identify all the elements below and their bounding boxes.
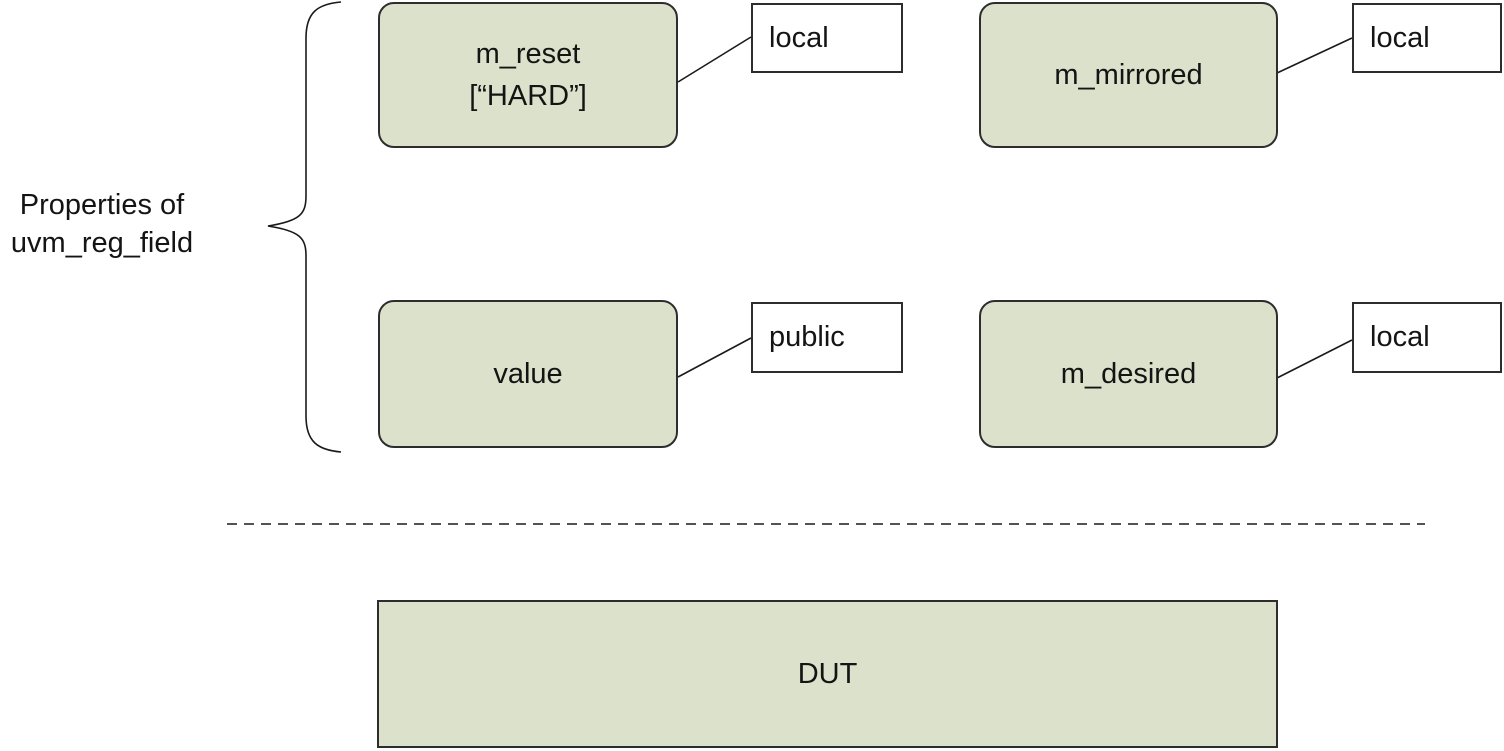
diagram-caption: Properties of uvm_reg_field [0, 186, 204, 262]
brace [267, 1, 342, 453]
access-label-m-mirrored: local [1352, 3, 1502, 73]
dut-label: DUT [797, 657, 858, 690]
access-text-m-desired: local [1370, 321, 1430, 353]
connector-value-public [677, 337, 752, 378]
connector-m-desired-local [1276, 339, 1353, 379]
access-text-m-mirrored: local [1370, 21, 1430, 54]
access-label-m-reset: local [751, 3, 903, 73]
dut-box: DUT [377, 600, 1278, 748]
field-box-value: value [378, 300, 678, 448]
access-text-m-reset: local [769, 21, 829, 54]
field-box-m-reset: m_reset [“HARD”] [378, 2, 678, 148]
field-box-m-desired: m_desired [979, 300, 1278, 448]
access-label-value: public [751, 302, 903, 373]
caption-line-2: uvm_reg_field [10, 227, 194, 259]
field-label-value: value [493, 358, 563, 390]
caption-line-1: Properties of [19, 189, 185, 221]
access-label-m-desired: local [1352, 302, 1502, 373]
field-label-m-reset-line1: m_reset [475, 38, 581, 70]
field-label-m-reset-line2: [“HARD”] [469, 80, 587, 112]
connector-m-mirrored-local [1276, 37, 1353, 74]
connector-m-reset-local [677, 36, 752, 83]
access-text-value: public [769, 321, 845, 353]
field-box-m-mirrored: m_mirrored [979, 2, 1278, 148]
field-label-m-mirrored: m_mirrored [1054, 59, 1203, 91]
field-label-m-desired: m_desired [1060, 358, 1197, 390]
